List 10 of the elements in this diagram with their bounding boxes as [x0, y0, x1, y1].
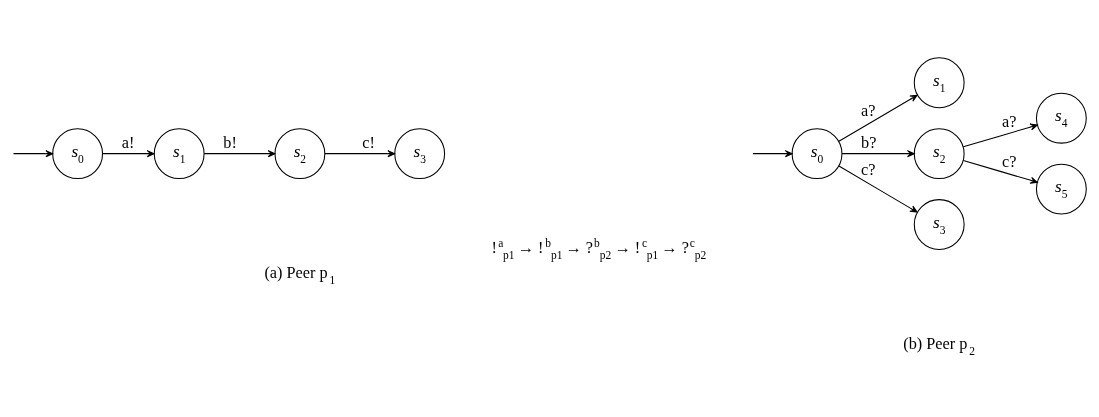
edge-label: b?: [861, 133, 877, 153]
edge-label: c!: [362, 133, 375, 153]
edge-label: c?: [861, 160, 876, 180]
edge-label: a?: [861, 100, 876, 120]
edge-label: c?: [1001, 151, 1017, 171]
edge-label: a?: [1001, 112, 1017, 132]
edge-label: b!: [223, 133, 237, 153]
label: (a) Peer p$_{1}$: [264, 263, 336, 287]
label: (b) Peer p$_{2}$: [903, 334, 976, 358]
edge-label: a!: [121, 133, 135, 153]
